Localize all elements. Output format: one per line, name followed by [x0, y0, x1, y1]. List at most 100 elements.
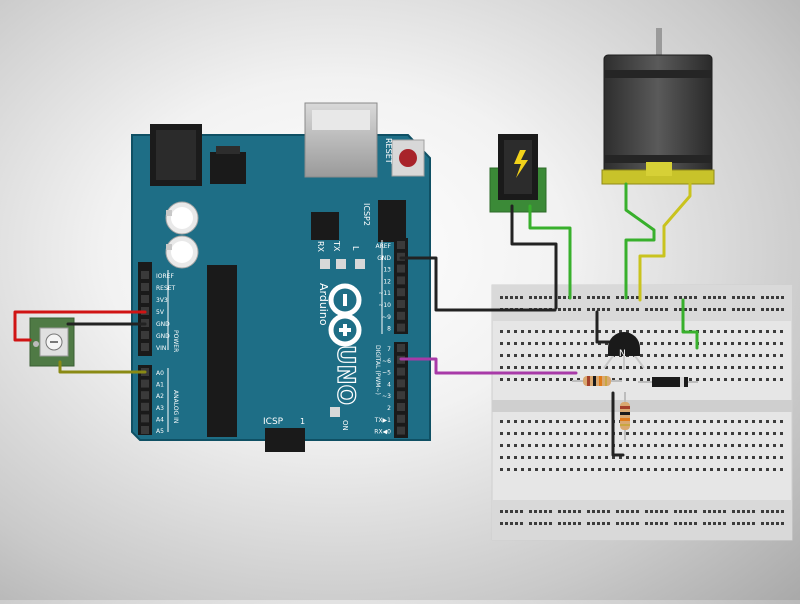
- breadboard-hole: [773, 354, 776, 357]
- breadboard-hole: [773, 432, 776, 435]
- breadboard-hole: [626, 308, 629, 311]
- breadboard-hole: [780, 420, 783, 423]
- breadboard-hole: [505, 296, 508, 299]
- breadboard-hole: [612, 366, 615, 369]
- breadboard-hole: [717, 378, 720, 381]
- breadboard-hole: [696, 456, 699, 459]
- breadboard-hole: [708, 522, 711, 525]
- pin-label: RX◀0: [374, 429, 391, 436]
- breadboard-hole: [738, 378, 741, 381]
- breadboard-hole: [718, 522, 721, 525]
- breadboard-hole: [665, 522, 668, 525]
- breadboard-hole: [724, 354, 727, 357]
- breadboard-hole: [689, 420, 692, 423]
- breadboard-hole: [573, 308, 576, 311]
- breadboard-hole: [710, 444, 713, 447]
- breadboard-hole: [602, 296, 605, 299]
- breadboard-hole: [674, 308, 677, 311]
- pin-label: ~5: [382, 370, 391, 377]
- breadboard-hole: [549, 366, 552, 369]
- breadboard-hole: [598, 330, 601, 333]
- breadboard-hole: [556, 330, 559, 333]
- breadboard-hole: [679, 308, 682, 311]
- breadboard-hole: [528, 366, 531, 369]
- breadboard-hole: [724, 420, 727, 423]
- breadboard-hole: [612, 456, 615, 459]
- breadboard-hole: [563, 468, 566, 471]
- digital-header-lower: [394, 342, 408, 438]
- breadboard-hole: [570, 456, 573, 459]
- wire-olive-a0: [58, 360, 147, 374]
- breadboard-hole: [587, 296, 590, 299]
- breadboard-hole: [528, 342, 531, 345]
- breadboard-hole: [616, 522, 619, 525]
- breadboard-hole: [539, 296, 542, 299]
- breadboard-hole: [665, 308, 668, 311]
- breadboard-hole: [738, 342, 741, 345]
- breadboard-hole: [521, 366, 524, 369]
- breadboard-hole: [563, 296, 566, 299]
- breadboard-hole: [573, 522, 576, 525]
- breadboard-hole: [781, 510, 784, 513]
- breadboard-hole: [592, 296, 595, 299]
- breadboard-hole: [647, 330, 650, 333]
- breadboard-hole: [766, 510, 769, 513]
- breadboard-hole: [556, 342, 559, 345]
- breadboard-hole: [607, 522, 610, 525]
- breadboard-hole: [710, 432, 713, 435]
- breadboard-hole: [578, 308, 581, 311]
- breadboard-hole: [515, 296, 518, 299]
- breadboard-hole: [510, 522, 513, 525]
- breadboard-hole: [675, 354, 678, 357]
- breadboard-hole: [710, 378, 713, 381]
- breadboard-hole: [640, 468, 643, 471]
- breadboard-hole: [766, 420, 769, 423]
- breadboard-hole: [679, 296, 682, 299]
- breadboard-hole: [570, 378, 573, 381]
- breadboard-hole: [605, 444, 608, 447]
- breadboard-hole: [619, 432, 622, 435]
- resistor-2: [620, 392, 630, 440]
- breadboard-hole: [689, 468, 692, 471]
- breadboard-hole: [654, 456, 657, 459]
- breadboard-hole: [520, 296, 523, 299]
- breadboard-hole: [640, 330, 643, 333]
- breadboard-hole: [738, 456, 741, 459]
- header-pin: [397, 300, 405, 308]
- breadboard-hole: [665, 296, 668, 299]
- breadboard-hole: [696, 354, 699, 357]
- breadboard-hole: [689, 308, 692, 311]
- breadboard-hole: [781, 522, 784, 525]
- breadboard-hole: [694, 522, 697, 525]
- breadboard-hole: [647, 366, 650, 369]
- breadboard-hole: [710, 468, 713, 471]
- breadboard-hole: [710, 456, 713, 459]
- breadboard-hole: [731, 468, 734, 471]
- icsp2-label: ICSP2: [362, 203, 371, 226]
- transistor: N: [603, 332, 645, 370]
- breadboard-hole: [514, 468, 517, 471]
- breadboard-hole: [689, 444, 692, 447]
- breadboard-hole: [645, 522, 648, 525]
- breadboard-hole: [661, 366, 664, 369]
- breadboard-hole: [626, 510, 629, 513]
- breadboard-hole: [535, 366, 538, 369]
- breadboard-hole: [717, 366, 720, 369]
- breadboard-hole: [660, 308, 663, 311]
- breadboard-hole: [616, 296, 619, 299]
- breadboard-hole: [584, 354, 587, 357]
- breadboard-hole: [633, 378, 636, 381]
- breadboard-hole: [684, 308, 687, 311]
- breadboard-hole: [668, 468, 671, 471]
- breadboard-hole: [528, 444, 531, 447]
- header-pin: [397, 323, 405, 332]
- breadboard-hole: [619, 330, 622, 333]
- breadboard-hole: [640, 378, 643, 381]
- wire-green-jack: [528, 204, 572, 300]
- breadboard-hole: [563, 330, 566, 333]
- breadboard-hole: [752, 420, 755, 423]
- breadboard-hole: [773, 342, 776, 345]
- breadboard-hole: [514, 378, 517, 381]
- breadboard-hole: [780, 342, 783, 345]
